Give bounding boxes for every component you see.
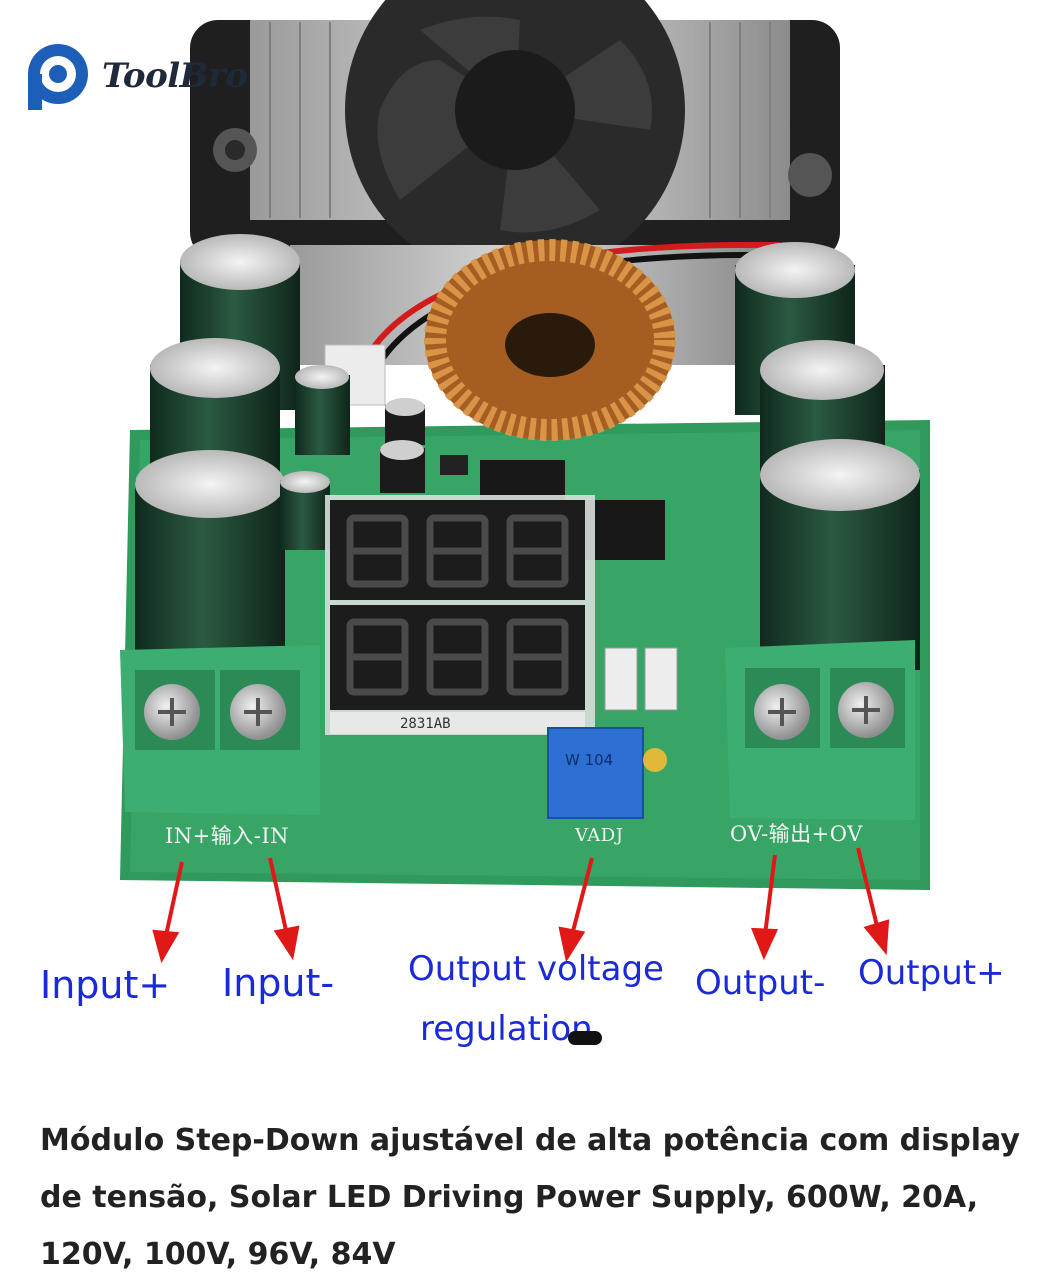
shunt-resistors xyxy=(604,647,678,711)
toolbro-logo-icon xyxy=(28,44,88,110)
toroid-inductor xyxy=(424,239,676,441)
product-image: 2831AB W 104 xyxy=(22,0,1005,1049)
callout-output-minus: Output- xyxy=(695,963,826,1003)
ic-chips xyxy=(440,455,665,560)
cooling-fan xyxy=(190,0,840,280)
callout-input-plus: Input+ xyxy=(40,963,171,1007)
output-terminal-block[interactable] xyxy=(725,640,915,820)
callout-arrows xyxy=(152,847,890,964)
input-silkscreen-label: IN+输入-IN xyxy=(165,824,290,848)
small-capacitors xyxy=(380,398,425,493)
vadj-potentiometer[interactable] xyxy=(547,727,667,819)
redaction-mark xyxy=(568,1031,602,1045)
led-voltage-display xyxy=(325,495,595,735)
capacitors-left xyxy=(135,234,350,665)
capacitors-right xyxy=(735,242,920,670)
step-down-module-photo: 2831AB W 104 xyxy=(120,0,930,964)
pot-marking: W 104 xyxy=(565,751,613,769)
brand-name: ToolBro xyxy=(102,56,248,96)
product-caption: Módulo Step-Down ajustável de alta potên… xyxy=(40,1123,1020,1272)
callout-input-minus: Input- xyxy=(222,961,335,1005)
brand-logo: ToolBro xyxy=(22,40,248,112)
input-terminal-block[interactable] xyxy=(120,645,320,815)
callout-voltage-regulation-line2: regulation xyxy=(420,1009,593,1049)
vadj-silkscreen-label: VADJ xyxy=(575,825,624,846)
callout-voltage-regulation-line1: Output voltage xyxy=(408,949,664,989)
output-silkscreen-label: OV-输出+OV xyxy=(730,822,863,846)
callout-output-plus: Output+ xyxy=(858,953,1005,993)
display-marking: 2831AB xyxy=(400,716,451,732)
